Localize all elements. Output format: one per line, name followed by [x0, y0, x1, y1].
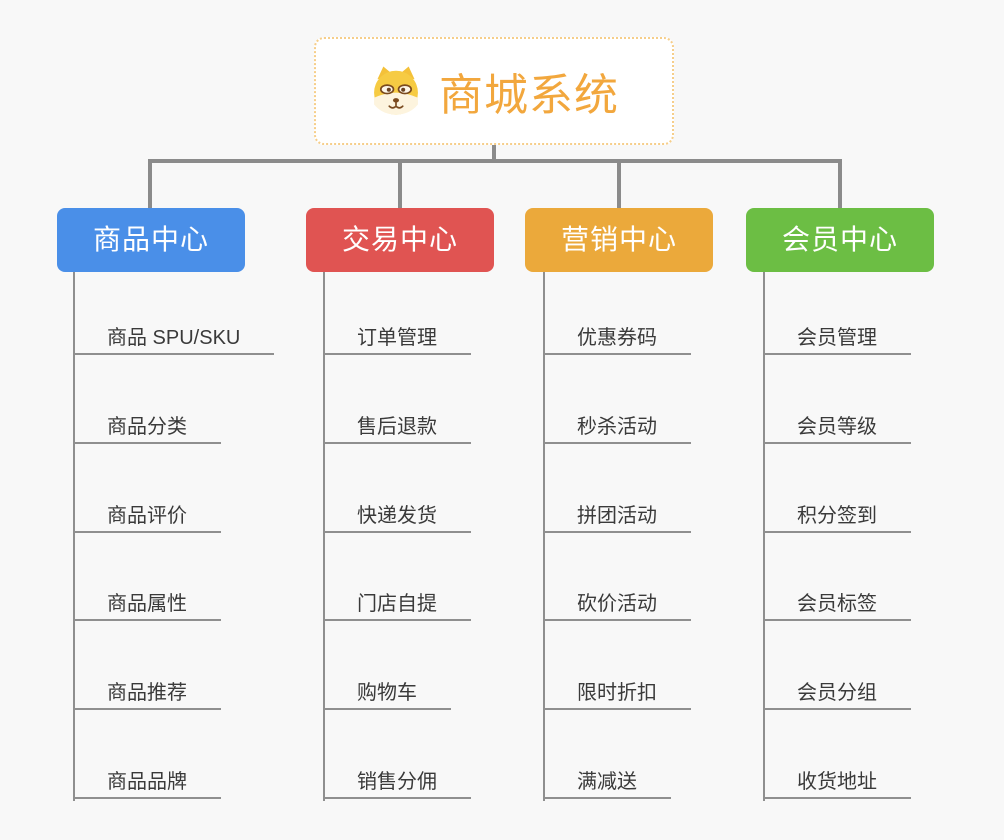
leaf-node[interactable]: 会员等级: [763, 412, 911, 444]
leaf-node[interactable]: 快递发货: [323, 501, 471, 533]
connector-drop-member-center: [838, 161, 842, 208]
spine-trade-center: [323, 272, 325, 801]
root-node[interactable]: 商城系统: [314, 37, 674, 145]
leaf-node[interactable]: 门店自提: [323, 589, 471, 621]
leaf-node[interactable]: 会员标签: [763, 589, 911, 621]
leaf-node[interactable]: 限时折扣: [543, 678, 691, 710]
branch-node-trade-center[interactable]: 交易中心: [306, 208, 494, 272]
connector-horizontal-bar: [148, 159, 842, 163]
leaf-node[interactable]: 售后退款: [323, 412, 471, 444]
leaf-node[interactable]: 优惠券码: [543, 323, 691, 355]
leaf-node[interactable]: 收货地址: [763, 767, 911, 799]
leaf-node[interactable]: 拼团活动: [543, 501, 691, 533]
leaf-node[interactable]: 商品品牌: [73, 767, 221, 799]
leaf-node[interactable]: 订单管理: [323, 323, 471, 355]
leaf-node[interactable]: 销售分佣: [323, 767, 471, 799]
leaf-node[interactable]: 商品属性: [73, 589, 221, 621]
branch-node-member-center[interactable]: 会员中心: [746, 208, 934, 272]
connector-drop-marketing-center: [617, 163, 621, 208]
branch-node-product-center[interactable]: 商品中心: [57, 208, 245, 272]
branch-node-marketing-center[interactable]: 营销中心: [525, 208, 713, 272]
connector-drop-trade-center: [398, 163, 402, 208]
leaf-node[interactable]: 商品评价: [73, 501, 221, 533]
leaf-node[interactable]: 购物车: [323, 678, 451, 710]
doge-face-icon: [369, 64, 423, 118]
leaf-node[interactable]: 秒杀活动: [543, 412, 691, 444]
leaf-node[interactable]: 积分签到: [763, 501, 911, 533]
spine-marketing-center: [543, 272, 545, 801]
leaf-node[interactable]: 满减送: [543, 767, 671, 799]
leaf-node[interactable]: 商品分类: [73, 412, 221, 444]
leaf-node[interactable]: 商品 SPU/SKU: [73, 323, 275, 355]
leaf-node[interactable]: 会员分组: [763, 678, 911, 710]
spine-product-center: [73, 272, 75, 801]
root-node-label: 商城系统: [439, 71, 619, 120]
leaf-node[interactable]: 砍价活动: [543, 589, 691, 621]
connector-drop-product-center: [148, 161, 152, 208]
leaf-node[interactable]: 会员管理: [763, 323, 911, 355]
spine-member-center: [763, 272, 765, 801]
leaf-node[interactable]: 商品推荐: [73, 678, 221, 710]
connector-root-trunk: [492, 145, 496, 161]
